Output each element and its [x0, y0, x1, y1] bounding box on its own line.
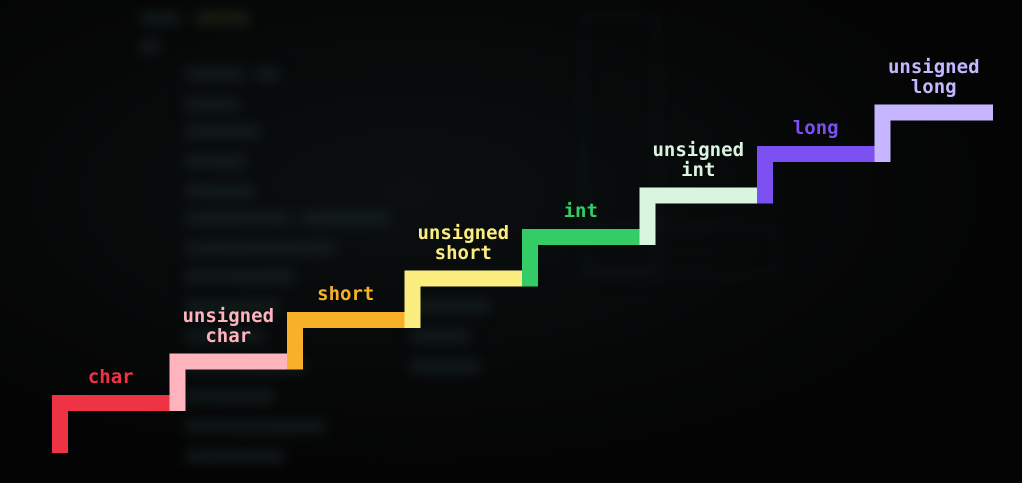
step-unsigned-long [874, 104, 993, 162]
step-unsigned-int [639, 187, 757, 245]
step-char [52, 395, 170, 453]
step-tread [522, 229, 640, 245]
step-label-line: unsigned [887, 55, 980, 78]
step-label-line: short [317, 283, 375, 305]
step-tread [404, 270, 522, 287]
step-label: char [88, 367, 134, 387]
step-label-line: unsigned [652, 138, 745, 161]
step-tread [874, 104, 993, 121]
step-label-line: long [910, 75, 957, 98]
step-label-line: short [434, 241, 492, 264]
step-tread [287, 312, 405, 328]
step-label: long [793, 118, 839, 138]
step-tread [52, 395, 170, 411]
step-label-line: int [681, 158, 716, 181]
step-unsigned-short [404, 270, 522, 328]
step-unsigned-char [169, 353, 287, 411]
step-label-line: int [563, 200, 598, 222]
step-label: int [564, 201, 598, 221]
step-label-line: unsigned [417, 221, 510, 244]
step-long [757, 146, 875, 204]
step-label-line: unsigned [182, 304, 275, 327]
step-tread [639, 187, 757, 204]
step-int [522, 229, 640, 287]
step-label-line: char [87, 366, 134, 388]
step-short [287, 312, 405, 370]
step-label-line: long [792, 117, 839, 139]
step-tread [757, 146, 875, 162]
step-tread [169, 353, 287, 370]
step-label: short [317, 284, 374, 304]
step-label-line: char [205, 324, 252, 347]
